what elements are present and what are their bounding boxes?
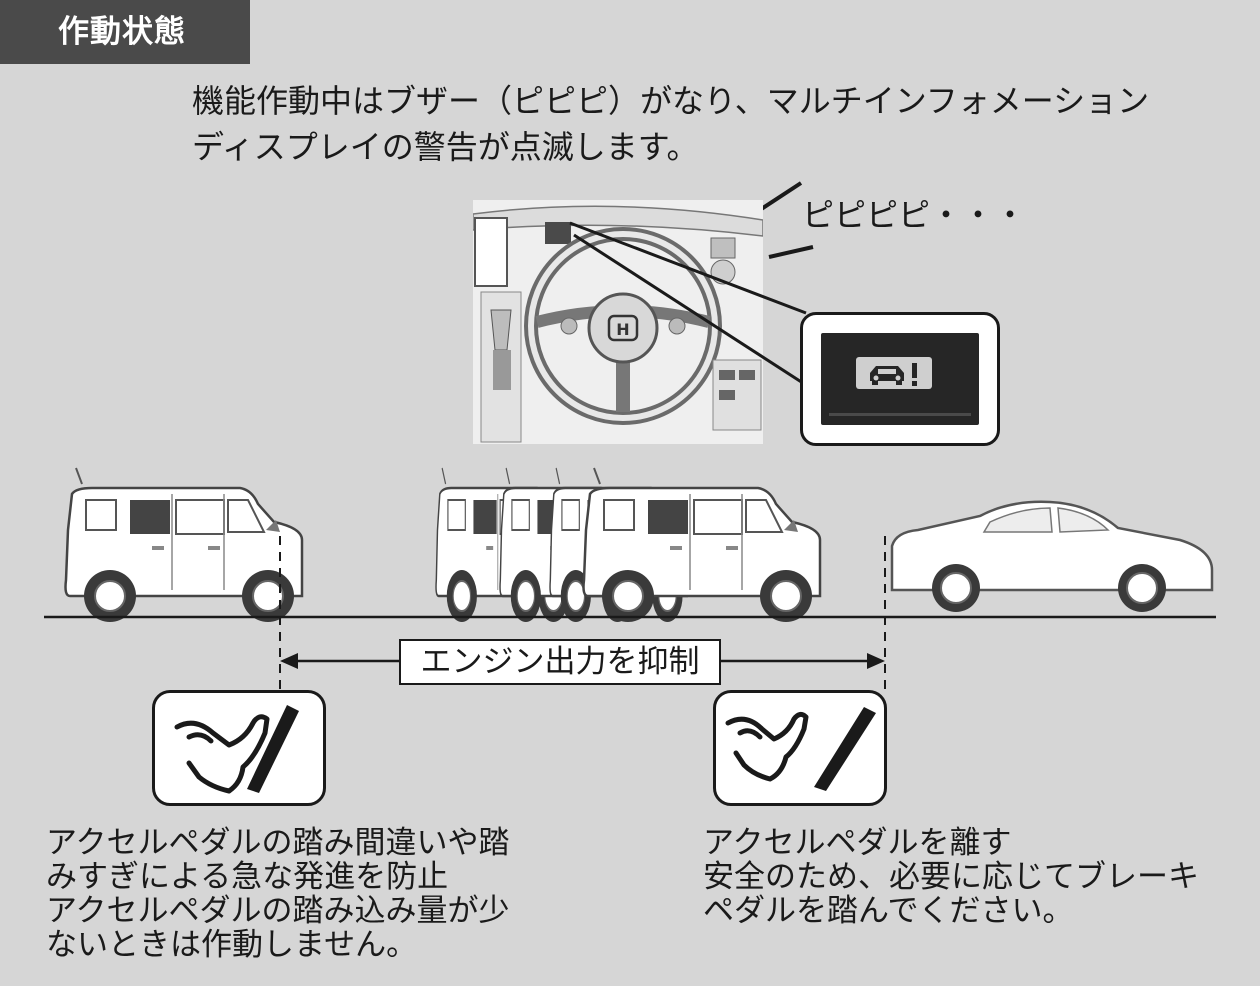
left-caption-line-1: アクセルペダルの踏み間違いや踏 [46, 825, 510, 861]
emblem-text: H [616, 320, 629, 339]
pedal-released-box [713, 690, 887, 806]
steering-wheel-icon: H [473, 205, 763, 443]
intro-line-2: ディスプレイの警告が点滅します。 [192, 128, 699, 166]
left-caption-line-3: アクセルペダルの踏み込み量が少 [46, 893, 510, 929]
car-collision-warning-icon [870, 363, 917, 386]
mid-display-screen [821, 333, 979, 425]
right-caption-line-1: アクセルペダルを離す [703, 825, 1012, 861]
pedal-pressed-caption: アクセルペダルの踏み間違いや踏 みすぎによる急な発進を防止 アクセルペダルの踏み… [46, 826, 509, 962]
pedal-released-caption: アクセルペダルを離す 安全のため、必要に応じてブレーキ ペダルを踏んでください。 [703, 826, 1199, 928]
mid-display-callout [800, 312, 1000, 446]
right-caption-line-2: 安全のため、必要に応じてブレーキ [703, 859, 1199, 895]
intro-text: 機能作動中はブザー（ピピピ）がなり、マルチインフォメーション ディスプレイの警告… [192, 78, 1192, 170]
intro-line-1: 機能作動中はブザー（ピピピ）がなり、マルチインフォメーション [192, 82, 1150, 120]
pedal-pressed-box [152, 690, 326, 806]
callout-pointer [569, 221, 807, 387]
right-caption-line-3: ペダルを踏んでください。 [703, 893, 1074, 929]
beep-sound-text: ピピピピ・・・ [802, 196, 1027, 234]
left-caption-line-4: ないときは作動しません。 [46, 927, 418, 963]
display-divider [829, 413, 971, 416]
kei-car-end [582, 466, 822, 624]
foot-pressing-pedal-icon [174, 705, 299, 794]
left-caption-line-2: みすぎによる急な発進を防止 [46, 859, 449, 895]
section-title: 作動状態 [0, 0, 250, 64]
engine-output-suppression-label: エンジン出力を抑制 [399, 639, 721, 685]
foot-releasing-pedal-icon [725, 707, 876, 791]
sedan-car-ahead [890, 500, 1214, 612]
warning-chip [856, 357, 932, 389]
kei-car-start [64, 466, 304, 624]
